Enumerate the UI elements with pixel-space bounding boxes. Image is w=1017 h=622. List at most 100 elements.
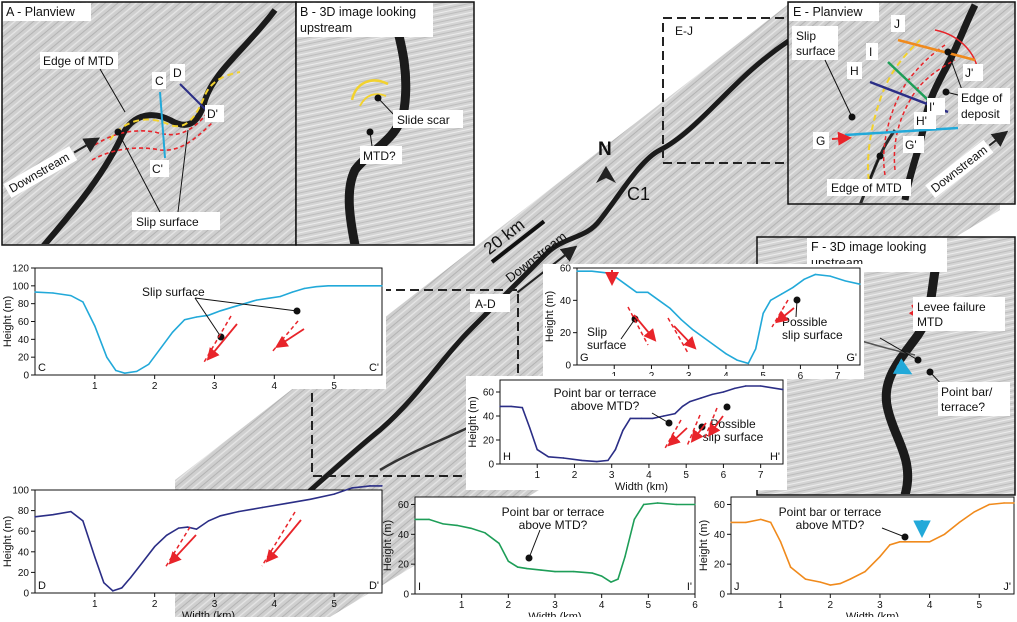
j-data-point: [839, 582, 841, 585]
box-e-j-label-bg: [671, 21, 709, 39]
i-data-point: [624, 555, 626, 558]
north-label: N: [598, 139, 612, 160]
i-annotation-leader: [528, 529, 541, 559]
mtd-leader: [369, 131, 373, 147]
h-data-point: [689, 400, 691, 403]
j-data-point: [973, 511, 975, 513]
d-data-point: [94, 556, 96, 558]
g-annotation-slip-2: surface: [587, 338, 627, 352]
h-data-point: [499, 405, 501, 408]
h-ytick-label: 60: [483, 388, 495, 399]
panel-a: A - Planview Edge of MTD C D D' C' Slip …: [1, 1, 297, 246]
j-start-label: J: [734, 581, 740, 593]
h-data-point: [510, 405, 512, 408]
i-ytick-label: 40: [398, 530, 410, 541]
h-xtick-label: 4: [646, 470, 652, 481]
slip-label: Slip surface: [136, 215, 199, 229]
i-start-label: I: [418, 581, 421, 593]
j-data-point: [914, 541, 916, 543]
panel-e-mtd-edge: [867, 39, 921, 191]
h-ytick-label: 40: [483, 412, 495, 423]
i-end-label: I': [687, 581, 692, 593]
e-slip-leader: [824, 59, 853, 118]
h-annotation-possible-1: Possible: [710, 417, 756, 431]
c-data-point: [195, 316, 198, 318]
c-ytick-label: 100: [12, 281, 29, 292]
d-data-point: [207, 520, 210, 522]
channel-c1: [188, 37, 792, 593]
g-data-point: [844, 280, 846, 282]
c-data-point: [171, 331, 174, 333]
d-data-point: [141, 561, 144, 563]
panel-b-slide-scar-2: [359, 93, 387, 107]
j-data-point: [730, 521, 732, 524]
h-annotation-pb-2: above MTD?: [571, 399, 640, 413]
h-profile-line: [500, 385, 784, 463]
h-data-point: [700, 397, 702, 399]
c-data-point: [327, 285, 329, 287]
h-prime-label: H': [916, 114, 927, 128]
f-cyan-arrow: [892, 358, 913, 375]
j-data-point: [789, 566, 792, 568]
g-data-point: [859, 283, 861, 285]
d-start-label: D: [38, 580, 46, 592]
h-data-point: [674, 412, 676, 415]
g-data-point: [669, 307, 671, 310]
i-data-point: [610, 581, 612, 583]
mtd-label: MTD?: [363, 149, 396, 163]
panel-a-title-bg: [3, 3, 91, 21]
c-data-point: [345, 285, 347, 287]
h-data-point: [622, 429, 624, 432]
h-data-point: [581, 459, 583, 462]
panel-b-title-bg: [297, 3, 433, 37]
g-data-point: [792, 286, 794, 289]
h-data-point: [529, 427, 531, 429]
i-annotation-2: above MTD?: [519, 518, 588, 532]
i-data-point: [428, 518, 430, 521]
d-data-point: [34, 516, 36, 518]
c-ytick-label: 20: [18, 353, 30, 364]
c-plot-frame: [34, 267, 383, 376]
c-data-point: [315, 286, 317, 288]
e-deposit-bg: [958, 88, 1010, 124]
h-ytick-label: 0: [488, 460, 494, 471]
h-data-point: [759, 385, 762, 387]
g-possible-dot: [793, 296, 801, 304]
e-mtd-bg: [827, 179, 911, 196]
c-data-point: [106, 356, 108, 358]
g-data-point: [714, 344, 716, 347]
j-xtick-label: 3: [877, 600, 883, 611]
i-prime-label: I': [929, 100, 935, 114]
d-data-point: [112, 590, 114, 592]
c-data-point: [303, 287, 305, 290]
c-xtick-label: 2: [152, 381, 158, 392]
d-xtick-label: 1: [92, 599, 98, 610]
h-fault-2-arrow: [690, 422, 707, 443]
section-line-c: [159, 91, 166, 159]
d-xtick-label: 2: [152, 599, 158, 610]
j-annotation-dot: [901, 533, 909, 541]
d-data-point: [70, 510, 72, 513]
i-xtick-label: 5: [646, 600, 652, 611]
g-data-point: [803, 278, 805, 281]
i-data-point: [470, 527, 472, 530]
j-data-point: [829, 584, 831, 586]
g-data-point: [658, 299, 660, 302]
c-annotation-leader-1: [194, 297, 222, 338]
i-label: I: [869, 45, 872, 59]
panel-f-title-1: F - 3D image looking: [811, 240, 926, 254]
d-data-point: [130, 576, 132, 579]
g-data-point: [814, 273, 817, 276]
i-data-point: [675, 503, 678, 506]
j-end-label: J': [1003, 581, 1011, 593]
i-xtick-label: 4: [599, 600, 605, 611]
i-data-point: [600, 575, 603, 577]
edge-mtd-bg: [40, 52, 118, 69]
h-data-point: [536, 448, 538, 451]
g-data-point: [647, 291, 649, 293]
g-data-point: [725, 352, 727, 355]
g-data-point: [624, 283, 627, 285]
j-data-point: [849, 578, 851, 580]
c-data-point: [219, 310, 222, 312]
